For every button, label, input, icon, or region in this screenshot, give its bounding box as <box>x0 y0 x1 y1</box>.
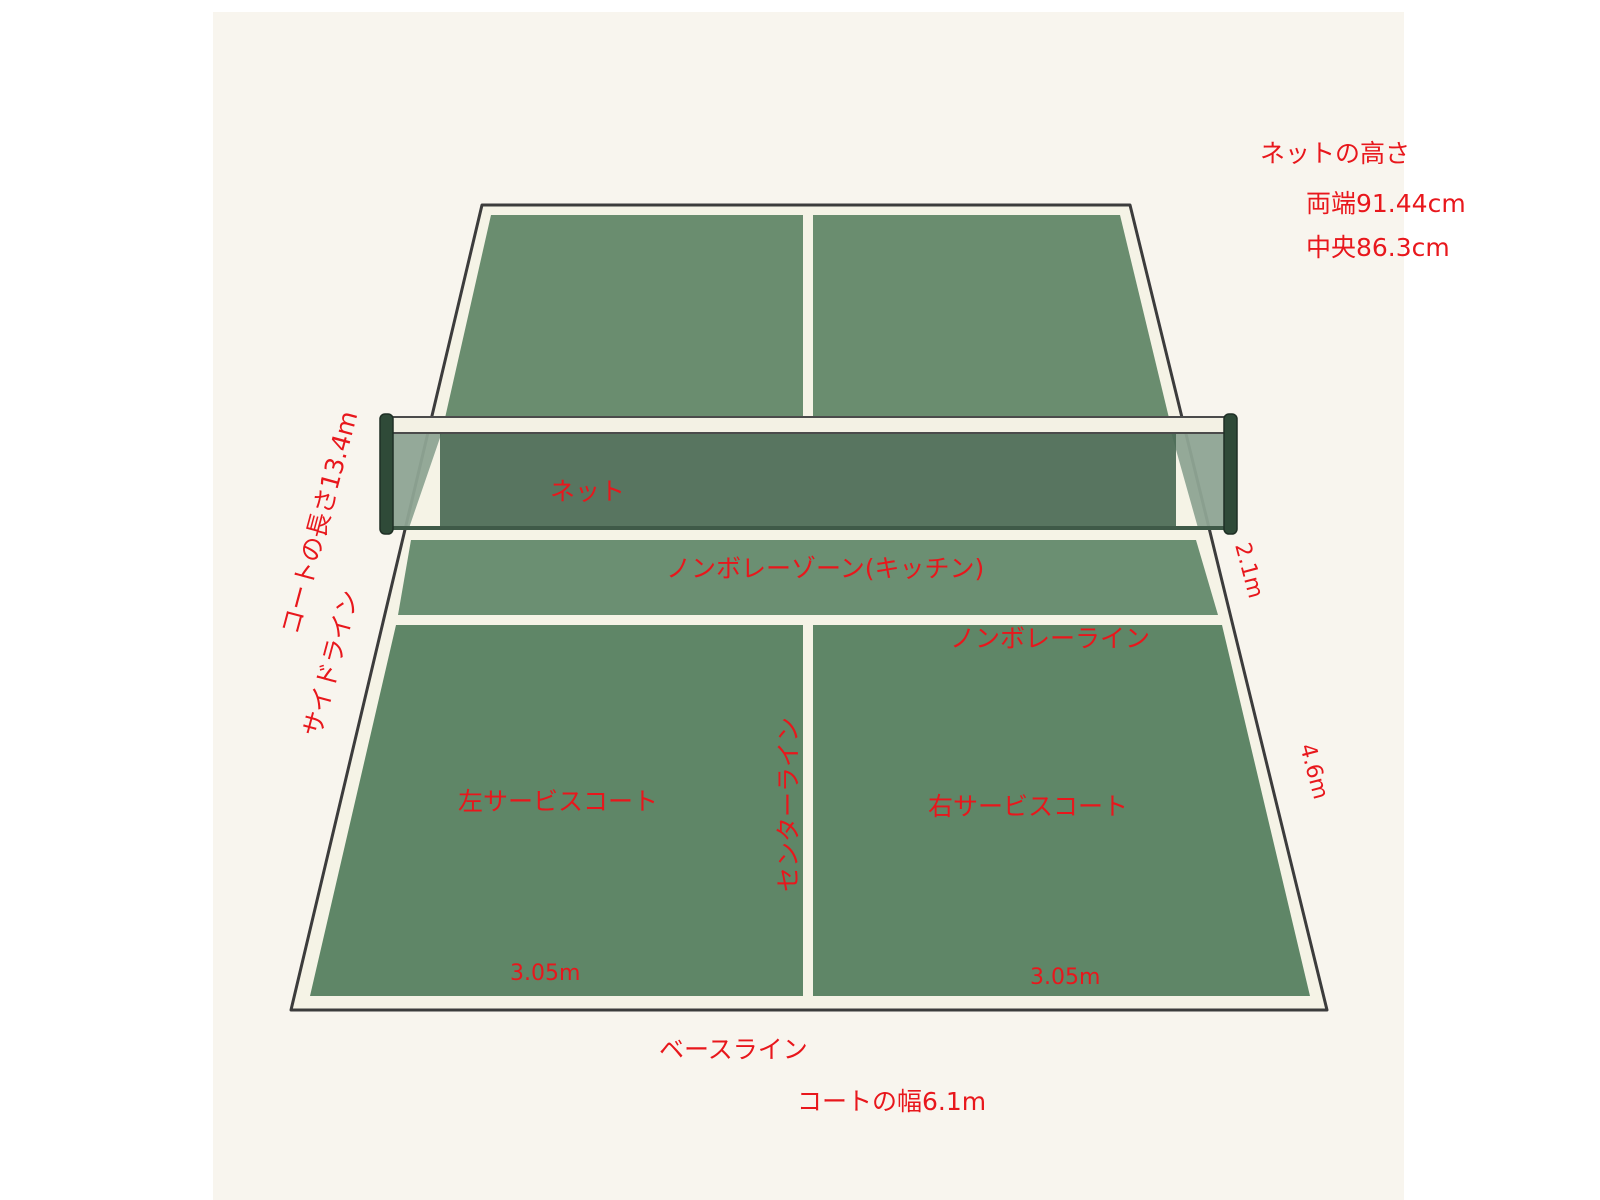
net-post-left <box>379 413 394 535</box>
non-volley-zone-label: ノンボレーゾーン(キッチン) <box>666 554 984 583</box>
net-top-tape <box>387 416 1231 434</box>
net-height-ends: 両端91.44cm <box>1306 189 1466 218</box>
net-height-title: ネットの高さ <box>1260 139 1410 168</box>
court-width-label: コートの幅6.1m <box>797 1087 986 1116</box>
far-left-service-court <box>445 215 803 418</box>
left-half-width-label: 3.05m <box>510 961 580 986</box>
left-service-court-label: 左サービスコート <box>458 787 658 816</box>
net <box>379 413 1238 535</box>
baseline-label: ベースライン <box>659 1035 808 1064</box>
non-volley-line-label: ノンボレーライン <box>950 624 1150 653</box>
right-half-width-label: 3.05m <box>1030 965 1100 990</box>
non-volley-zone <box>398 540 1218 615</box>
net-left-wing <box>393 432 442 528</box>
net-height-center: 中央86.3cm <box>1306 233 1450 262</box>
center-line-label: センターライン <box>774 717 803 892</box>
right-service-court <box>813 625 1310 996</box>
net-post-right <box>1223 413 1238 535</box>
net-right-wing <box>1171 432 1224 528</box>
far-right-service-court <box>813 215 1169 418</box>
net-label: ネット <box>550 477 625 506</box>
left-service-court <box>310 625 803 996</box>
net-bottom-cord <box>393 526 1224 530</box>
right-service-court-label: 右サービスコート <box>928 792 1128 821</box>
net-mesh <box>440 432 1176 530</box>
